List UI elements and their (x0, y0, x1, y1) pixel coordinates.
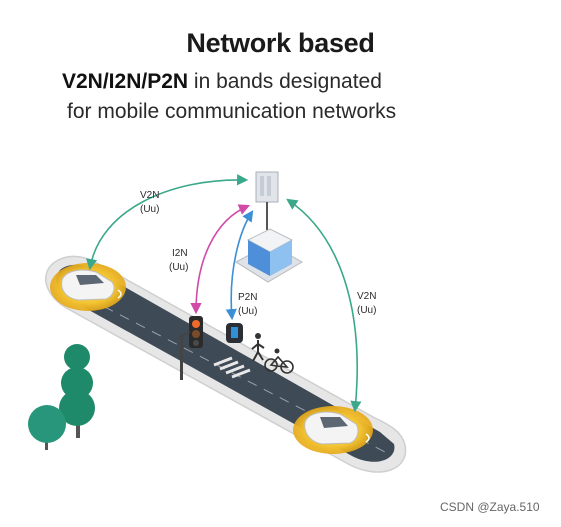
tree-icon (28, 344, 95, 450)
i2n-sublabel: (Uu) (169, 262, 188, 273)
diagram-subtitle-line2: for mobile communication networks (67, 100, 397, 123)
subtitle-bold: V2N/I2N/P2N (62, 70, 189, 93)
cell-tower-icon (255, 171, 279, 230)
v2n-right-arrow (286, 198, 362, 413)
server-building-icon (234, 228, 304, 283)
pedestrian-icon (251, 333, 265, 362)
v2n-right-label: V2N (357, 291, 376, 302)
p2n-label: P2N (238, 292, 257, 303)
traffic-light-icon (180, 316, 203, 380)
subtitle-rest: in bands designated (188, 70, 382, 93)
car-icon (293, 406, 373, 454)
diagram-subtitle-line1: V2N/I2N/P2N in bands designated (62, 70, 382, 94)
diagram-title: Network based (186, 28, 375, 58)
p2n-sublabel: (Uu) (238, 306, 257, 317)
crosswalk (213, 356, 251, 379)
smartphone-icon (226, 323, 243, 343)
v2n-left-label: V2N (140, 190, 159, 201)
watermark: CSDN @Zaya.510 (440, 500, 540, 514)
v2n-left-sublabel: (Uu) (140, 204, 159, 215)
p2n-arrow (225, 210, 254, 321)
v2n-right-sublabel: (Uu) (357, 305, 376, 316)
i2n-label: I2N (172, 248, 188, 259)
v2n-left-arrow (86, 174, 249, 271)
car-icon (50, 263, 126, 311)
